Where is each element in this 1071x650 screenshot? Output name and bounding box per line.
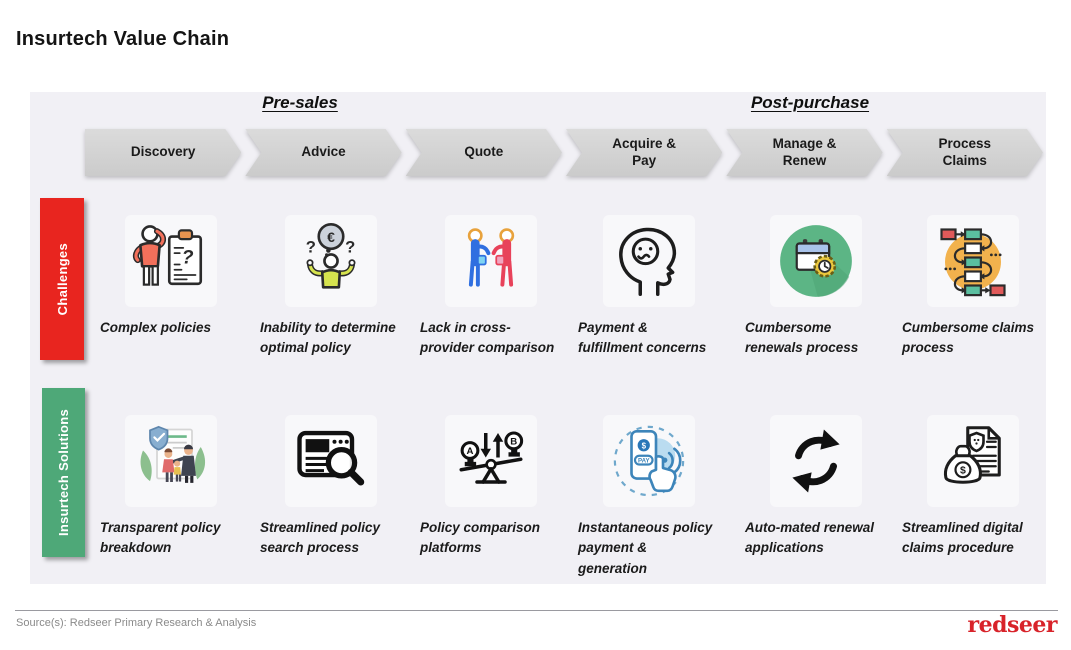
solution-cell-acquire-pay: $ PAY Instantaneous policy payment & gen… — [573, 412, 725, 579]
solution-cell-discovery: Transparent policy breakdown — [95, 412, 247, 559]
winding-flowchart-icon — [927, 215, 1019, 307]
value-chain-panel: Pre-sales Post-purchase Discovery Advice… — [30, 92, 1046, 584]
family-agent-policy-icon — [125, 415, 217, 507]
svg-text:$: $ — [960, 465, 966, 477]
phase-label-postpurchase: Post-purchase — [750, 93, 870, 112]
challenge-cell-advice: € ? ? Inability to determine optimal pol… — [255, 212, 407, 359]
challenge-cell-discovery: ? Complex policies — [95, 212, 247, 338]
solution-label: Policy comparison platforms — [420, 520, 541, 556]
challenges-band-label: Challenges — [54, 242, 70, 316]
solution-label: Streamlined digital claims procedure — [902, 520, 1023, 556]
challenge-cell-quote: Lack in cross-provider comparison — [415, 212, 567, 359]
challenge-label: Lack in cross-provider comparison — [420, 320, 555, 356]
stage-label: Process Claims — [938, 135, 992, 168]
svg-text:PAY: PAY — [638, 457, 650, 464]
challenge-label: Inability to determine optimal policy — [260, 320, 396, 356]
svg-text:?: ? — [306, 237, 316, 256]
stage-chevron-advice: Advice — [245, 129, 401, 176]
confused-person-clipboard-icon: ? — [125, 215, 217, 307]
svg-text:?: ? — [345, 237, 355, 256]
challenge-label: Payment & fulfillment concerns — [578, 320, 707, 356]
challenge-cell-manage-renew: Cumbersome renewals process — [740, 212, 892, 359]
solution-cell-advice: Streamlined policy search process — [255, 412, 407, 559]
stage-chevron-manage-renew: Manage & Renew — [726, 129, 882, 176]
challenges-band: Challenges — [40, 198, 84, 360]
stage-label: Advice — [301, 144, 346, 160]
solutions-band: Insurtech Solutions — [42, 388, 85, 557]
challenge-cell-process-claims: Cumbersome claims process — [897, 212, 1049, 359]
phase-label-presales: Pre-sales — [262, 93, 338, 112]
mobile-payment-tap-icon: $ PAY — [603, 415, 695, 507]
svg-text:B: B — [510, 436, 517, 447]
stage-chevron-quote: Quote — [406, 129, 562, 176]
balance-scale-ab-icon: A B — [445, 415, 537, 507]
calendar-gear-icon — [770, 215, 862, 307]
stage-chevron-process-claims: Process Claims — [887, 129, 1043, 176]
money-bag-document-icon: $ — [927, 415, 1019, 507]
svg-text:$: $ — [642, 441, 647, 450]
solution-cell-quote: A B Policy comparison platforms — [415, 412, 567, 559]
two-people-comparison-icon — [445, 215, 537, 307]
challenge-label: Cumbersome claims process — [902, 320, 1035, 356]
redseer-logo: redseer — [967, 612, 1058, 638]
challenge-label: Cumbersome renewals process — [745, 320, 859, 356]
stage-label: Manage & Renew — [772, 135, 837, 168]
svg-text:A: A — [467, 446, 474, 457]
source-note: Source(s): Redseer Primary Research & An… — [16, 617, 257, 629]
browser-magnifier-icon — [285, 415, 377, 507]
stage-chevron-acquire-pay: Acquire & Pay — [566, 129, 722, 176]
solution-label: Auto-mated renewal applications — [745, 520, 875, 556]
solution-label: Transparent policy breakdown — [100, 520, 221, 556]
challenge-label: Complex policies — [100, 320, 212, 335]
worried-head-profile-icon — [603, 215, 695, 307]
solution-cell-process-claims: $ Streamlined digital claims procedure — [897, 412, 1049, 559]
footer-divider — [15, 610, 1058, 611]
page-title: Insurtech Value Chain — [16, 28, 230, 50]
solution-label: Streamlined policy search process — [260, 520, 381, 556]
solution-label: Instantaneous policy payment & generatio… — [578, 520, 713, 576]
svg-text:?: ? — [182, 248, 194, 269]
challenge-cell-acquire-pay: Payment & fulfillment concerns — [573, 212, 725, 359]
solution-cell-manage-renew: Auto-mated renewal applications — [740, 412, 892, 559]
svg-text:€: € — [327, 229, 335, 245]
refresh-arrows-icon — [770, 415, 862, 507]
stage-label: Quote — [464, 144, 504, 160]
stage-label: Acquire & Pay — [612, 135, 677, 168]
solutions-band-label: Insurtech Solutions — [56, 408, 71, 537]
stage-label: Discovery — [130, 144, 196, 160]
stage-chevron-row: Discovery Advice Quote Acquire & Pay Man… — [85, 129, 1043, 176]
stage-chevron-discovery: Discovery — [85, 129, 241, 176]
shrugging-person-thought-bubble-icon: € ? ? — [285, 215, 377, 307]
